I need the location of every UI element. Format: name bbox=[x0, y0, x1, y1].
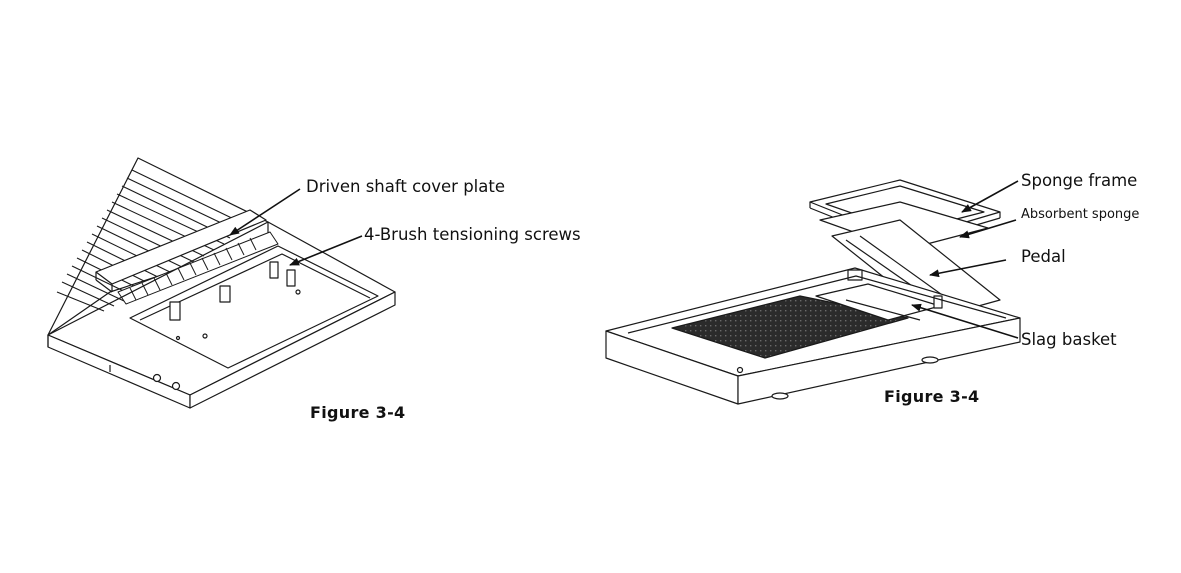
bracket bbox=[219, 285, 231, 303]
label-slag-basket: Slag basket bbox=[1021, 330, 1117, 349]
right-machine-front bbox=[737, 317, 1021, 405]
driven-shaft-cover-plate bbox=[95, 209, 267, 285]
label-absorbent-sponge: Absorbent sponge bbox=[1021, 207, 1140, 222]
figure-caption-left: Figure 3-4 bbox=[310, 403, 406, 422]
screw bbox=[175, 335, 181, 341]
label-driven-shaft-cover-plate: Driven shaft cover plate bbox=[306, 177, 505, 196]
screw bbox=[736, 366, 744, 374]
screw bbox=[295, 289, 301, 295]
bracket bbox=[169, 301, 181, 321]
left-machine-side bbox=[47, 334, 191, 409]
label-pedal: Pedal bbox=[1021, 247, 1066, 266]
leader-tensioning-screws bbox=[289, 235, 363, 266]
label-sponge-frame: Sponge frame bbox=[1021, 171, 1138, 190]
leader-slag-basket bbox=[911, 303, 1019, 339]
slag-grate bbox=[671, 295, 909, 359]
left-machine-drawing bbox=[47, 157, 396, 409]
leader-pedal bbox=[929, 259, 1007, 278]
foot bbox=[771, 392, 789, 400]
left-leader-lines bbox=[229, 188, 363, 266]
left-machine-front bbox=[189, 291, 396, 409]
leg-knob bbox=[171, 381, 181, 391]
screw bbox=[202, 333, 208, 339]
left-inner-tray bbox=[129, 245, 379, 369]
pedal-bracket bbox=[933, 295, 943, 309]
right-leader-lines bbox=[911, 180, 1019, 339]
figure-caption-right: Figure 3-4 bbox=[884, 387, 980, 406]
tensioning-bracket bbox=[269, 261, 279, 279]
pedal-bracket bbox=[847, 269, 863, 281]
brush-roller-row bbox=[117, 231, 279, 305]
leader-absorbent-sponge bbox=[959, 219, 1017, 239]
leader-driven-shaft bbox=[229, 188, 301, 236]
tensioning-bracket bbox=[286, 269, 296, 287]
foot bbox=[921, 356, 939, 364]
label-brush-tensioning-screws: 4-Brush tensioning screws bbox=[364, 225, 581, 244]
leader-sponge-frame bbox=[961, 180, 1019, 213]
leg-knob bbox=[152, 373, 162, 383]
right-machine-drawing bbox=[605, 179, 1021, 405]
